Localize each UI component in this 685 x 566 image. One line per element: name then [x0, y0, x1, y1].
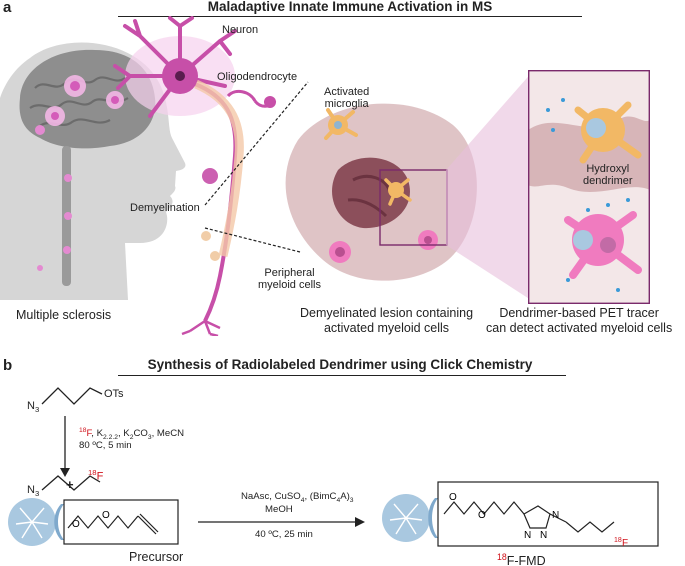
zoom-connectors — [446, 70, 534, 302]
axon-terminals — [181, 319, 221, 336]
fmd-n1: N — [524, 530, 531, 541]
step1-reagents: 18F, K2.2.2, K2CO3, MeCN — [79, 427, 185, 442]
label-peripheral-myeloid: Peripheral myeloid cells — [258, 267, 321, 291]
zoom-microglia — [574, 101, 642, 164]
macrophage-in-lesion — [418, 230, 438, 250]
step2-arrow — [198, 517, 365, 527]
lesion-core — [332, 157, 410, 229]
zoom-lines — [204, 81, 309, 253]
fmd-label: 18F-FMD — [497, 552, 546, 566]
label-hydroxyl-dendrimer: Hydroxyl dendrimer — [583, 163, 633, 187]
start-n3: N3 — [27, 400, 40, 415]
label-oligodendrocyte: Oligodendrocyte — [217, 71, 298, 83]
precursor-o2: O — [102, 510, 110, 521]
microglia-in-lesion — [384, 178, 412, 206]
label-neuron: Neuron — [222, 24, 259, 36]
neuron-illustration — [113, 16, 277, 336]
product-chain — [41, 475, 101, 491]
fmd-iso: 18 — [614, 537, 622, 544]
precursor-structure: O O — [8, 498, 179, 546]
start-ots: OTs — [104, 388, 124, 400]
neuron-dendrites — [113, 16, 237, 118]
activated-microglia-cell — [324, 108, 358, 140]
panel-b-letter: b — [3, 357, 13, 374]
step1-arrow — [60, 416, 70, 477]
label-activated-microglia: Activated microglia — [324, 86, 370, 110]
fmd-o2: O — [478, 510, 486, 521]
step2-conditions: 40 ºC, 25 min — [255, 529, 313, 540]
fmd-structure: O O N N N 18 F — [382, 481, 659, 549]
panel-a-title-underline — [118, 16, 582, 18]
myelin-sheath — [194, 79, 244, 258]
step2-reagents: NaAsc, CuSO4, (BimC4A)3 — [241, 491, 354, 504]
fmd-o1: O — [449, 492, 457, 503]
step1-conditions: 80 ºC, 5 min — [79, 440, 132, 451]
zoom-macrophage — [564, 211, 642, 279]
step2-solvent: MeOH — [265, 504, 293, 515]
fmd-f: F — [622, 538, 628, 549]
zoom-frame — [528, 70, 650, 304]
panel-a-letter: a — [3, 0, 12, 16]
zoomed-view — [528, 70, 650, 304]
caption-ms: Multiple sclerosis — [16, 308, 112, 322]
precursor-label: Precursor — [129, 550, 184, 564]
fmd-n3: N — [552, 510, 559, 521]
caption-lesion: Demyelinated lesion containing activated… — [300, 306, 474, 335]
label-demyelination: Demyelination — [130, 202, 200, 214]
peripheral-myeloid-cell — [329, 241, 351, 263]
caption-tracer: Dendrimer-based PET tracer can detect ac… — [486, 306, 673, 335]
start-chain — [41, 387, 103, 405]
plus-sign: + — [66, 477, 74, 492]
panel-b-title-underline — [118, 375, 566, 377]
fmd-n2: N — [540, 530, 547, 541]
product-f18: 18F — [88, 468, 104, 483]
panel-b-title: Synthesis of Radiolabeled Dendrimer usin… — [147, 357, 533, 372]
panel-a-title: Maladaptive Innate Immune Activation in … — [207, 0, 493, 14]
head-illustration — [0, 42, 186, 300]
product-n3: N3 — [27, 484, 40, 499]
precursor-o1: O — [72, 519, 80, 530]
